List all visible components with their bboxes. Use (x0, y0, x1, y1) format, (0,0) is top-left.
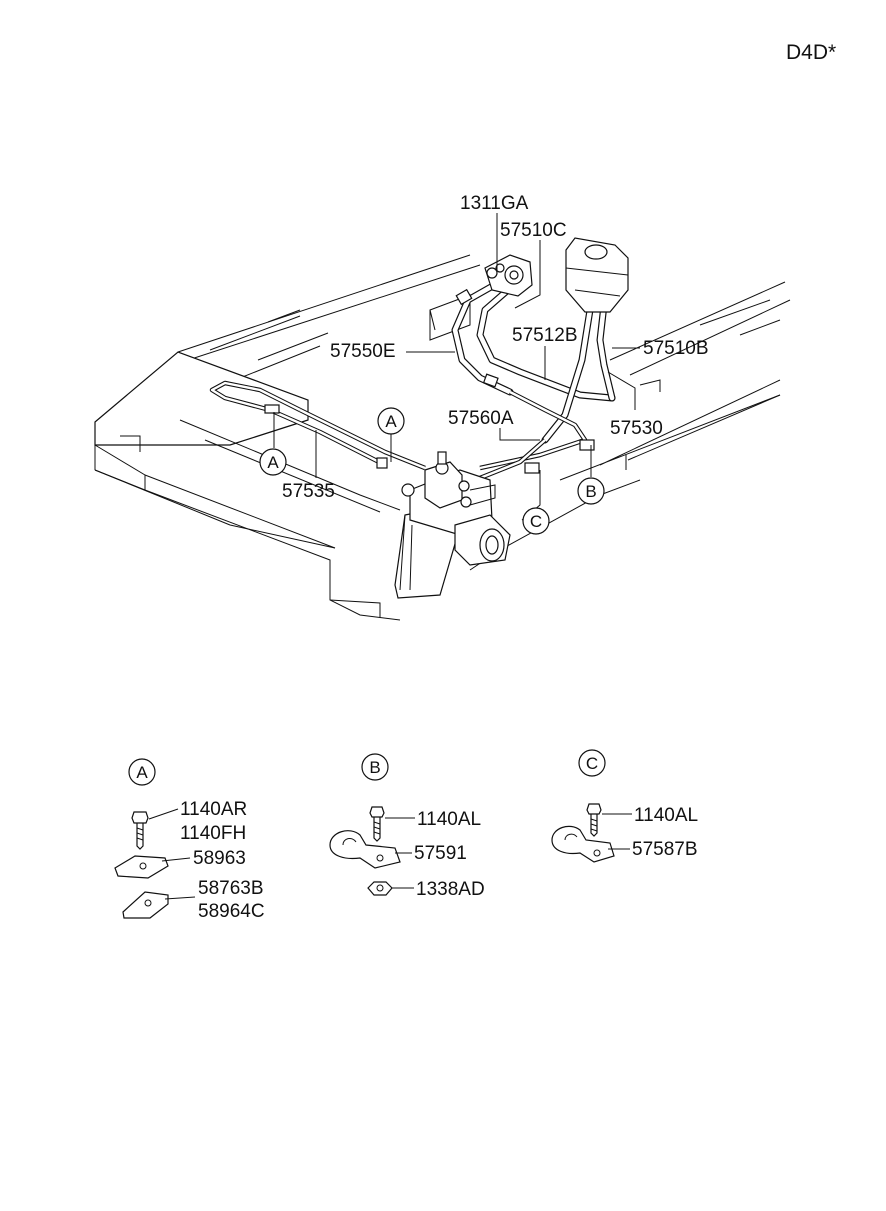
model-code: D4D* (786, 41, 836, 64)
label-57510C: 57510C (500, 220, 567, 241)
detail-a-part-1: 1140AR (180, 799, 247, 820)
label-57560A: 57560A (448, 408, 514, 429)
detail-b-clamp-icon (329, 830, 401, 869)
callout-c-circle (522, 507, 550, 535)
detail-b-title: B (369, 758, 380, 777)
label-1311GA: 1311GA (460, 193, 529, 214)
part-labels: 1311GA 57510C 57512B 57510B 57550E 57560… (282, 193, 709, 502)
callout-a-top-letter: A (385, 412, 397, 431)
detail-b-part-2: 57591 (414, 843, 467, 864)
detail-a-circle (128, 758, 156, 786)
hose-assembly (209, 279, 616, 485)
detail-b-bolt-icon (369, 806, 385, 842)
power-steering-pump (484, 254, 533, 297)
callout-a-left-letter: A (267, 453, 279, 472)
steering-gear-box (394, 451, 511, 599)
callout-a-left-circle (259, 448, 287, 476)
detail-c-part-1: 1140AL (634, 805, 698, 826)
detail-b-circle (361, 753, 389, 781)
detail-c-clamp-icon (551, 825, 615, 863)
detail-b-part-3: 1338AD (416, 879, 485, 900)
detail-a: A 1140AR 1140FH 58963 58763B 58964C (114, 758, 265, 922)
detail-a-bolt-icon (131, 811, 149, 850)
detail-c-circle (578, 749, 606, 777)
detail-b-part-1: 1140AL (417, 809, 481, 830)
detail-a-clip-upper-icon (114, 855, 169, 879)
detail-a-part-5: 58964C (198, 901, 265, 922)
label-57512B: 57512B (512, 325, 578, 346)
callout-b-circle (577, 477, 605, 505)
callout-markers: A A B C (259, 407, 605, 535)
oil-reservoir (565, 237, 629, 313)
label-57550E: 57550E (330, 341, 396, 362)
chassis-frame (94, 254, 791, 621)
callout-c-letter: C (530, 512, 542, 531)
callout-a-top-circle (377, 407, 405, 435)
detail-a-title: A (136, 763, 148, 782)
detail-b: B 1140AL 57591 1338AD (329, 753, 485, 900)
detail-a-part-2: 1140FH (180, 823, 246, 844)
callout-b-letter: B (585, 482, 596, 501)
detail-c-part-2: 57587B (632, 839, 698, 860)
label-57530: 57530 (610, 418, 663, 439)
detail-c: C 1140AL 57587B (551, 749, 698, 863)
detail-a-part-3: 58963 (193, 848, 246, 869)
detail-a-part-4: 58763B (198, 878, 264, 899)
label-57535: 57535 (282, 481, 335, 502)
detail-b-nut-icon (367, 881, 393, 896)
label-57510B: 57510B (643, 338, 709, 359)
detail-c-title: C (586, 754, 598, 773)
